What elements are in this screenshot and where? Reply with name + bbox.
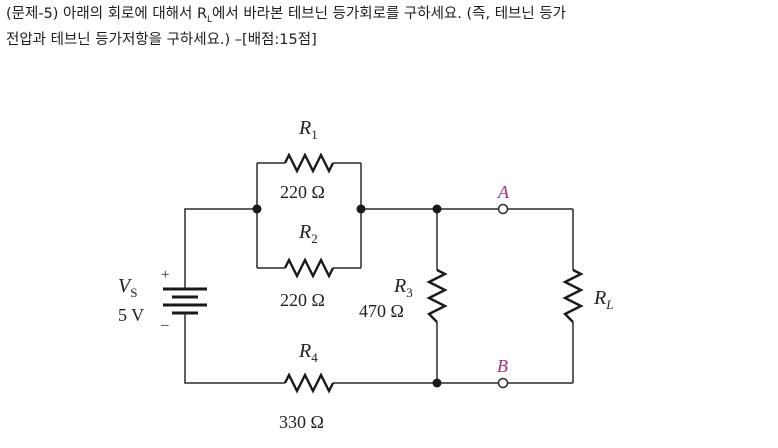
wire-source-bottom: [184, 317, 285, 384]
r2-name: R2: [298, 221, 318, 246]
r1-name-letter: R: [298, 117, 311, 139]
r3-name-subscript: 3: [406, 285, 413, 300]
junction-dot-r3-bottom: [432, 378, 442, 388]
question-line-1-start: (문제-5) 아래의 회로에 대해서 R: [6, 6, 208, 22]
r3-value: 470 Ω: [359, 301, 404, 321]
question-line-1-end: 에서 바라본 테브닌 등가회로를 구하세요. (즉, 테브닌 등가: [212, 6, 567, 22]
r4-value: 330 Ω: [279, 412, 324, 432]
vs-plus-sign: +: [161, 267, 169, 283]
wire-source-top: [184, 208, 257, 283]
circuit-wires: [184, 162, 574, 384]
resistor-rl: [562, 268, 584, 323]
junction-dot-right: [356, 204, 366, 214]
vs-name-letter: V: [118, 275, 133, 297]
r1-value: 220 Ω: [280, 182, 325, 202]
resistor-r3: [426, 268, 448, 323]
battery-vs: [163, 283, 207, 317]
junction-dot-r3-top: [432, 204, 442, 214]
terminal-b-label: B: [497, 356, 508, 376]
question-text: (문제-5) 아래의 회로에 대해서 RL에서 바라본 테브닌 등가회로를 구하…: [6, 4, 772, 50]
r2-name-subscript: 2: [311, 231, 318, 246]
resistor-r1: [283, 152, 335, 174]
r4-name-letter: R: [298, 340, 311, 362]
r1-name: R1: [298, 117, 318, 142]
resistor-r4: [283, 372, 335, 394]
rl-name-subscript: L: [605, 297, 613, 312]
resistor-r2: [283, 257, 335, 279]
terminal-a: [497, 203, 509, 215]
vs-value: 5 V: [118, 305, 144, 325]
junction-dot-left: [252, 204, 262, 214]
terminal-a-label: A: [497, 182, 510, 202]
r2-name-letter: R: [298, 221, 311, 243]
rl-name-letter: R: [593, 287, 606, 309]
rl-name: RL: [593, 287, 613, 312]
vs-minus-sign: –: [160, 317, 169, 333]
r2-value: 220 Ω: [280, 290, 325, 310]
r3-name: R3: [393, 275, 413, 300]
question-line-1-subscript: L: [207, 14, 213, 25]
question-line-2: 전압과 테브닌 등가저항을 구하세요.) –[배점:15점]: [6, 31, 317, 48]
terminal-b: [497, 377, 509, 389]
r1-name-subscript: 1: [311, 127, 318, 142]
r4-name-subscript: 4: [311, 350, 318, 365]
vs-name-subscript: S: [130, 285, 137, 300]
question-line-1: (문제-5) 아래의 회로에 대해서 RL에서 바라본 테브닌 등가회로를 구하…: [6, 4, 772, 30]
vs-name: VS: [118, 275, 137, 300]
r4-name: R4: [298, 340, 318, 365]
r3-name-letter: R: [393, 275, 406, 297]
